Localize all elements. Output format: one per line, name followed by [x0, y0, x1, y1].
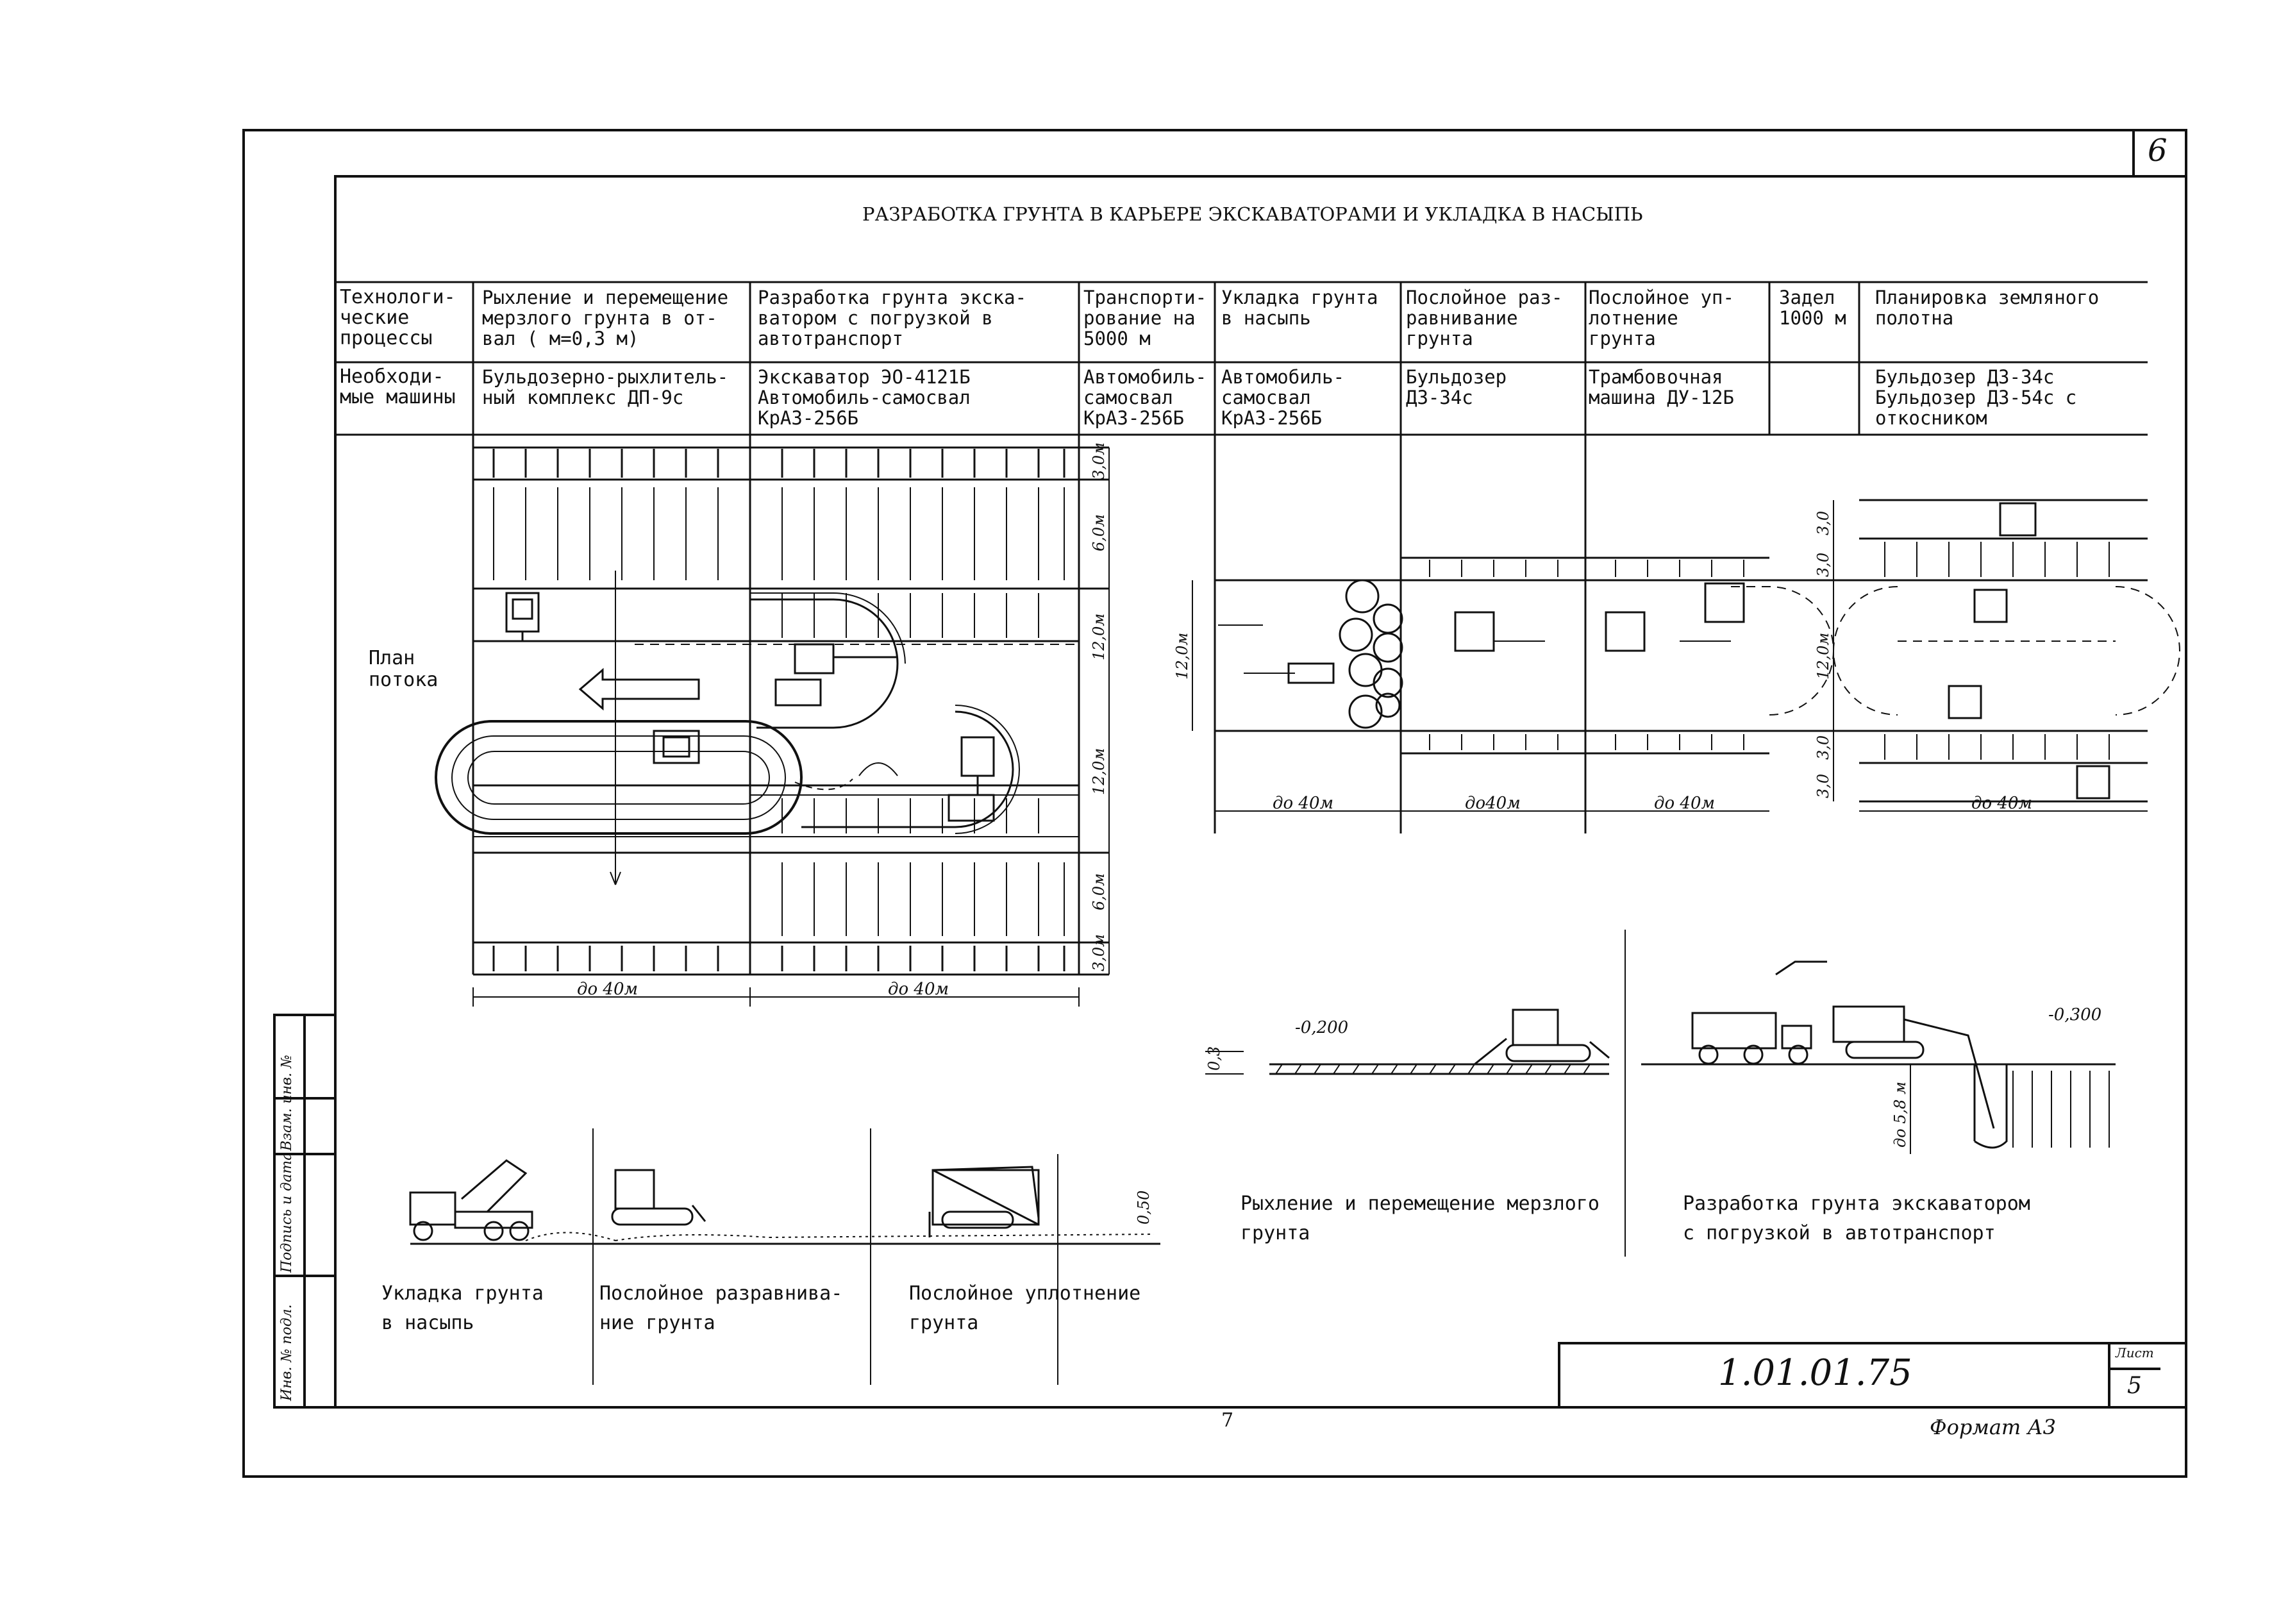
vdim-q-5: 6,0м [1090, 873, 1108, 910]
excavator-bottom-icon [960, 736, 995, 777]
stamp-field-replace: Взам. инв. № [279, 1055, 295, 1151]
leveling-caption: Послойное разравнива- ние грунта [599, 1282, 843, 1334]
dozer-plan-icon [1454, 611, 1495, 652]
page-title: РАЗРАБОТКА ГРУНТА В КАРЬЕРЕ ЭКСКАВАТОРАМ… [862, 203, 1643, 225]
section-dump-truck-icon [1691, 1012, 1812, 1065]
row-header-machines: Необходи- мые машины [340, 365, 456, 408]
dim-fill: до 40м [1273, 794, 1334, 813]
excavator-track-top [750, 598, 899, 729]
dozer-on-track-icon [653, 730, 700, 764]
stamp-field-sign: Подпись и дата [279, 1151, 295, 1273]
dump-truck-plan-icon [1287, 662, 1335, 684]
fill-caption: Укладка грунта в насыпь [381, 1282, 544, 1334]
row-header-processes: Технологи- ческие процессы [340, 286, 456, 349]
grading-dozer-icon-2 [1973, 589, 2008, 623]
document-code: 1.01.01.75 [1718, 1352, 1912, 1394]
machines-excavation: Экскаватор ЭО-4121Б Автомобиль-самосвал … [758, 366, 971, 429]
process-transport: Транспорти- рование на 5000 м [1083, 287, 1207, 349]
ripping-level: -0,200 [1295, 1018, 1349, 1037]
quarry-plan [435, 435, 1110, 1007]
grading-dozer-icon-1 [1999, 502, 2037, 537]
vdim-r-2: 3,0 [1814, 552, 1832, 577]
machines-compaction: Трамбовочная машина ДУ-12Б [1589, 366, 1734, 408]
vdim-q-3: 12,0м [1090, 613, 1108, 660]
excavation-level: -0,300 [2048, 1005, 2102, 1025]
grading-dozer-icon-3 [1948, 685, 1982, 719]
dim-grading: до 40м [1971, 794, 2033, 813]
dim-leveling: до40м [1465, 794, 1521, 813]
excavator-track-bottom [801, 710, 1014, 828]
vdim-q-6: 3,0м [1090, 933, 1108, 971]
compactor-plan-icon-1 [1605, 611, 1646, 652]
corner-sheet-number: 6 [2148, 133, 2168, 169]
truck-top-icon [774, 678, 822, 707]
section-fill-truck-icon [409, 1159, 533, 1241]
soil-piles [1339, 579, 1403, 729]
process-excavation: Разработка грунта экска- ватором с погру… [758, 287, 1027, 349]
grading-plan [1833, 499, 2180, 803]
compaction-caption: Послойное уплотнение грунта [909, 1282, 1141, 1334]
process-fill: Укладка грунта в насыпь [1221, 287, 1378, 329]
vdim-r-1: 3,0 [1814, 510, 1832, 535]
ripper-oval-track [435, 720, 803, 835]
excavation-depth: до 5,8 м [1891, 1082, 1909, 1148]
machines-transport: Автомобиль- самосвал КрАЗ-256Б [1083, 366, 1207, 429]
paper-format: Формат А3 [1930, 1415, 2057, 1439]
machines-leveling: Бульдозер ДЗ-34с [1406, 366, 1507, 408]
plan-label: План потока [369, 647, 439, 691]
vdim-r-3: 12,0м [1814, 632, 1832, 680]
dim-quarry-2: до 40м [888, 980, 949, 999]
inner-frame [334, 175, 2187, 1409]
machines-fill: Автомобиль- самосвал КрАЗ-256Б [1221, 366, 1345, 429]
section-excavator-icon [1775, 960, 1995, 1129]
process-leveling: Послойное раз- равнивание грунта [1406, 287, 1563, 349]
process-ripping: Рыхление и перемещение мерзлого грунта в… [482, 287, 729, 349]
excavation-caption: Разработка грунта экскаватором с погрузк… [1683, 1193, 2030, 1244]
vdim-r-5: 3,0 [1814, 773, 1832, 798]
section-leveling-dozer-icon [611, 1169, 706, 1226]
sheet-number: 5 [2127, 1373, 2142, 1399]
title-block [1558, 1342, 2187, 1409]
ripping-caption: Рыхление и перемещение мерзлого грунта [1240, 1193, 1600, 1244]
cross-sections [409, 930, 2116, 1385]
machines-ripping: Бульдозерно-рыхлитель- ный комплекс ДП-9… [482, 366, 729, 408]
vdim-mid-1: 12,0м [1173, 632, 1191, 680]
truck-bottom-icon [948, 794, 995, 822]
ripping-depth: 0,3 [1205, 1046, 1223, 1071]
excavator-top-icon [794, 643, 835, 674]
page-number: 7 [1221, 1409, 1234, 1432]
vdim-q-1: 3,0м [1090, 442, 1108, 480]
vdim-r-4: 3,0 [1814, 735, 1832, 760]
flow-direction-arrow [578, 667, 700, 711]
dim-compaction: до 40м [1654, 794, 1716, 813]
compaction-height: 0,50 [1135, 1190, 1153, 1225]
sheet-label: Лист [2116, 1345, 2154, 1360]
compactor-plan-icon-2 [1704, 582, 1745, 623]
vdim-q-2: 6,0м [1090, 514, 1108, 551]
vdim-q-4: 12,0м [1090, 748, 1108, 795]
grading-dozer-icon-4 [2076, 765, 2110, 799]
stamp-field-inv: Инв. № подл. [279, 1304, 295, 1401]
process-backlog: Задел 1000 м [1779, 287, 1846, 329]
embankment-plan [1192, 435, 2148, 833]
process-grading: Планировка земляного полотна [1875, 287, 2100, 329]
ripping-dozer-icon [1474, 1009, 1610, 1066]
section-compactor-icon [928, 1166, 1040, 1237]
machines-grading: Бульдозер ДЗ-34с Бульдозер ДЗ-54с с отко… [1875, 366, 2077, 429]
process-compaction: Послойное уп- лотнение грунта [1589, 287, 1734, 349]
quarry-machines [505, 592, 995, 822]
process-table-grid [335, 281, 2148, 436]
dim-quarry-1: до 40м [577, 980, 639, 999]
